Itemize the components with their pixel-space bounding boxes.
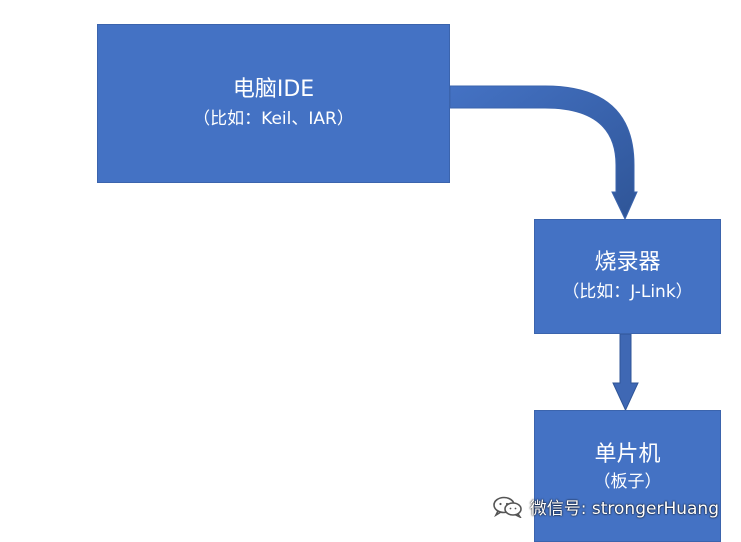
wechat-icon	[492, 496, 522, 518]
arrow-ide-to-programmer	[449, 85, 638, 221]
watermark: 微信号: strongerHuang	[492, 494, 719, 519]
ide-node-title: 电脑IDE	[232, 77, 315, 103]
mcu-node-subtitle: （板子）	[593, 471, 662, 492]
ide-node: 电脑IDE （比如：Keil、IAR）	[97, 24, 450, 183]
mcu-node-title: 单片机	[594, 442, 661, 467]
watermark-text: 微信号: strongerHuang	[529, 499, 719, 519]
ide-node-subtitle: （比如：Keil、IAR）	[193, 108, 354, 129]
programmer-node: 烧录器 （比如：J-Link）	[534, 219, 721, 334]
programmer-node-subtitle: （比如：J-Link）	[562, 281, 693, 302]
mcu-node: 单片机 （板子）	[534, 410, 721, 542]
arrow-programmer-to-mcu	[612, 333, 639, 412]
programmer-node-title: 烧录器	[594, 250, 661, 276]
